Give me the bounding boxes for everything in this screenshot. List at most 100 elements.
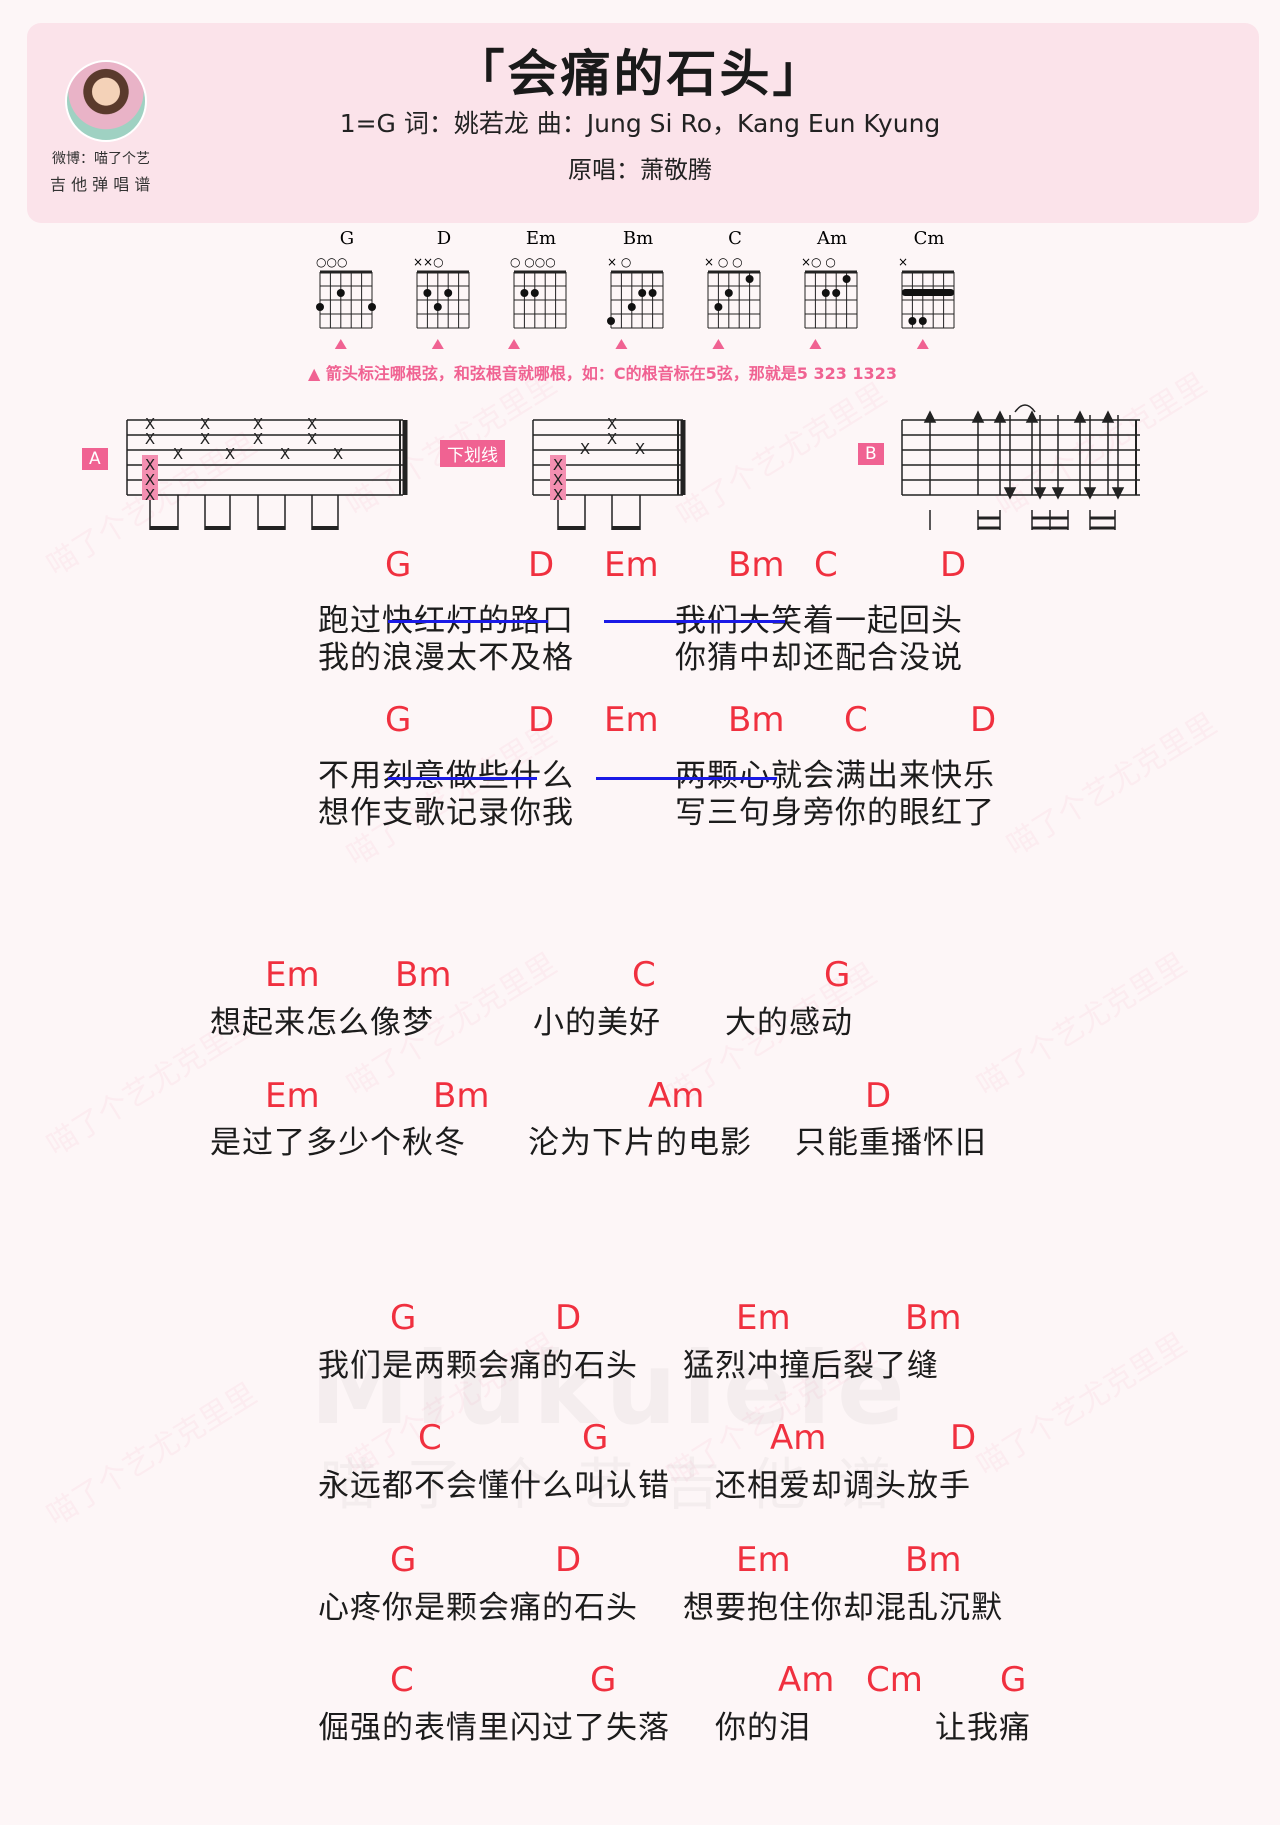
header-panel bbox=[27, 23, 1259, 223]
lyric-line: 写三句身旁你的眼红了 bbox=[675, 795, 995, 831]
pattern-a-staff bbox=[126, 419, 408, 530]
lyric-line: 猛烈冲撞后裂了缝 bbox=[683, 1348, 939, 1384]
pattern-a-label: A bbox=[82, 448, 108, 470]
chord-label: C bbox=[814, 545, 838, 585]
chord-label: D bbox=[950, 1418, 977, 1458]
chord-diagram-name: Am bbox=[816, 230, 847, 249]
svg-text:X: X bbox=[553, 456, 563, 474]
underline-pattern-label: 下划线 bbox=[440, 440, 505, 467]
chord-label: C bbox=[418, 1418, 442, 1458]
strum-patterns: XX XXX X XX X XX X XX X XXX X XX X bbox=[126, 404, 1140, 530]
lyric-line: 沦为下片的电影 bbox=[528, 1125, 752, 1161]
chord-label: Em bbox=[265, 955, 320, 995]
chord-label: Bm bbox=[395, 955, 452, 995]
svg-text:X: X bbox=[333, 445, 343, 463]
chord-label: D bbox=[528, 545, 555, 585]
chord-label: C bbox=[844, 700, 868, 740]
lyric-line: 只能重播怀旧 bbox=[795, 1125, 987, 1161]
lyric-line: 两颗心就会满出来快乐 bbox=[675, 758, 995, 794]
chord-underline bbox=[388, 777, 537, 780]
chord-label: C bbox=[390, 1660, 414, 1700]
chord-diagram-em: Em○ ○○○ bbox=[508, 230, 567, 349]
chord-open-strings: ××○ bbox=[413, 255, 444, 269]
svg-text:X: X bbox=[225, 445, 235, 463]
chord-underline bbox=[604, 620, 785, 623]
svg-text:X: X bbox=[307, 415, 317, 433]
chord-label: Cm bbox=[866, 1660, 923, 1700]
lyric-line: 你猜中却还配合没说 bbox=[675, 640, 963, 676]
chord-label: Em bbox=[604, 545, 659, 585]
lyric-line: 你的泪 bbox=[715, 1710, 811, 1746]
watermark-text: 喵了个艺尤克里里 bbox=[970, 946, 1193, 1104]
svg-text:X: X bbox=[253, 430, 263, 448]
lyric-line: 心疼你是颗会痛的石头 bbox=[318, 1590, 638, 1626]
root-note-arrow bbox=[712, 339, 725, 349]
svg-text:X: X bbox=[145, 471, 155, 489]
lyric-line: 我的浪漫太不及格 bbox=[318, 640, 574, 676]
watermark-text: 喵了个艺尤克里里 bbox=[970, 1326, 1193, 1484]
chord-diagram-c: C × ○ ○ bbox=[704, 230, 761, 349]
chord-diagram-d: D ××○ bbox=[413, 230, 470, 349]
chord-label: D bbox=[940, 545, 967, 585]
chord-label: G bbox=[590, 1660, 617, 1700]
chord-diagram-name: Cm bbox=[914, 230, 945, 249]
chord-label: Bm bbox=[728, 545, 785, 585]
svg-text:X: X bbox=[145, 430, 155, 448]
chord-label: Am bbox=[770, 1418, 827, 1458]
chord-diagram-name: G bbox=[340, 230, 354, 249]
lyric-line: 不用刻意做些什么 bbox=[318, 758, 574, 794]
chord-label: G bbox=[1000, 1660, 1027, 1700]
sheet-type-label: 吉 他 弹 唱 谱 bbox=[50, 175, 151, 194]
chord-diagram-g: G○○○ bbox=[316, 230, 376, 349]
chord-label: G bbox=[390, 1540, 417, 1580]
root-note-arrow bbox=[615, 339, 628, 349]
svg-text:X: X bbox=[307, 430, 317, 448]
chord-label: C bbox=[632, 955, 656, 995]
lyric-line: 小的美好 bbox=[533, 1005, 661, 1041]
lyric-line: 想起来怎么像梦 bbox=[210, 1005, 434, 1041]
chord-label: D bbox=[865, 1076, 892, 1116]
chord-label: G bbox=[824, 955, 851, 995]
watermark-text: 喵了个艺尤克里里 bbox=[1000, 706, 1223, 864]
chord-label: D bbox=[555, 1540, 582, 1580]
chord-diagram-am: Am ×○ ○ bbox=[801, 230, 858, 349]
chord-label: Em bbox=[736, 1540, 791, 1580]
svg-text:X: X bbox=[173, 445, 183, 463]
lyric-line: 倔强的表情里闪过了失落 bbox=[318, 1710, 670, 1746]
chord-label: D bbox=[970, 700, 997, 740]
root-note-tip: ▲ 箭头标注哪根弦，和弦根音就哪根，如：C的根音标在5弦，那就是5 323 13… bbox=[308, 364, 897, 383]
root-note-arrow bbox=[916, 339, 929, 349]
chord-label: Am bbox=[648, 1076, 705, 1116]
root-note-tip-text: 箭头标注哪根弦，和弦根音就哪根，如：C的根音标在5弦，那就是5 323 1323 bbox=[325, 364, 897, 383]
chord-diagrams: G○○○D××○Em○ ○○○Bm× ○C× ○ ○Am×○ ○Cm× bbox=[316, 230, 955, 349]
svg-text:X: X bbox=[145, 415, 155, 433]
song-title: 「会痛的石头」 bbox=[454, 45, 826, 103]
svg-text:X: X bbox=[200, 415, 210, 433]
lyric-line: 永远都不会懂什么叫认错 bbox=[318, 1468, 670, 1504]
lyric-line: 我们是两颗会痛的石头 bbox=[318, 1348, 638, 1384]
lyric-line: 想要抱住你却混乱沉默 bbox=[683, 1590, 1003, 1626]
root-note-arrow bbox=[431, 339, 444, 349]
svg-text:X: X bbox=[607, 415, 617, 433]
song-credits: 1=G 词：姚若龙 曲：Jung Si Ro，Kang Eun Kyung bbox=[339, 109, 941, 138]
chord-open-strings: × bbox=[898, 255, 908, 269]
chord-diagram-name: D bbox=[437, 230, 451, 249]
chord-label: Bm bbox=[905, 1540, 962, 1580]
pattern-b-staff bbox=[901, 404, 1140, 530]
root-note-arrow bbox=[334, 339, 347, 349]
svg-text:X: X bbox=[607, 430, 617, 448]
chord-open-strings: ×○ ○ bbox=[801, 255, 836, 269]
chord-diagram-name: C bbox=[728, 230, 742, 249]
chord-diagram-cm: Cm × bbox=[898, 230, 955, 349]
root-note-arrow bbox=[508, 339, 520, 349]
chord-label: D bbox=[528, 700, 555, 740]
lyric-line: 还相爱却调头放手 bbox=[715, 1468, 971, 1504]
svg-text:X: X bbox=[635, 440, 645, 458]
chord-open-strings: × ○ ○ bbox=[704, 255, 743, 269]
author-avatar bbox=[65, 60, 147, 142]
chord-label: Bm bbox=[905, 1298, 962, 1338]
chord-label: Em bbox=[265, 1076, 320, 1116]
brand-watermark: Miukulele bbox=[310, 1330, 911, 1447]
svg-text:X: X bbox=[280, 445, 290, 463]
chord-label: G bbox=[385, 700, 412, 740]
